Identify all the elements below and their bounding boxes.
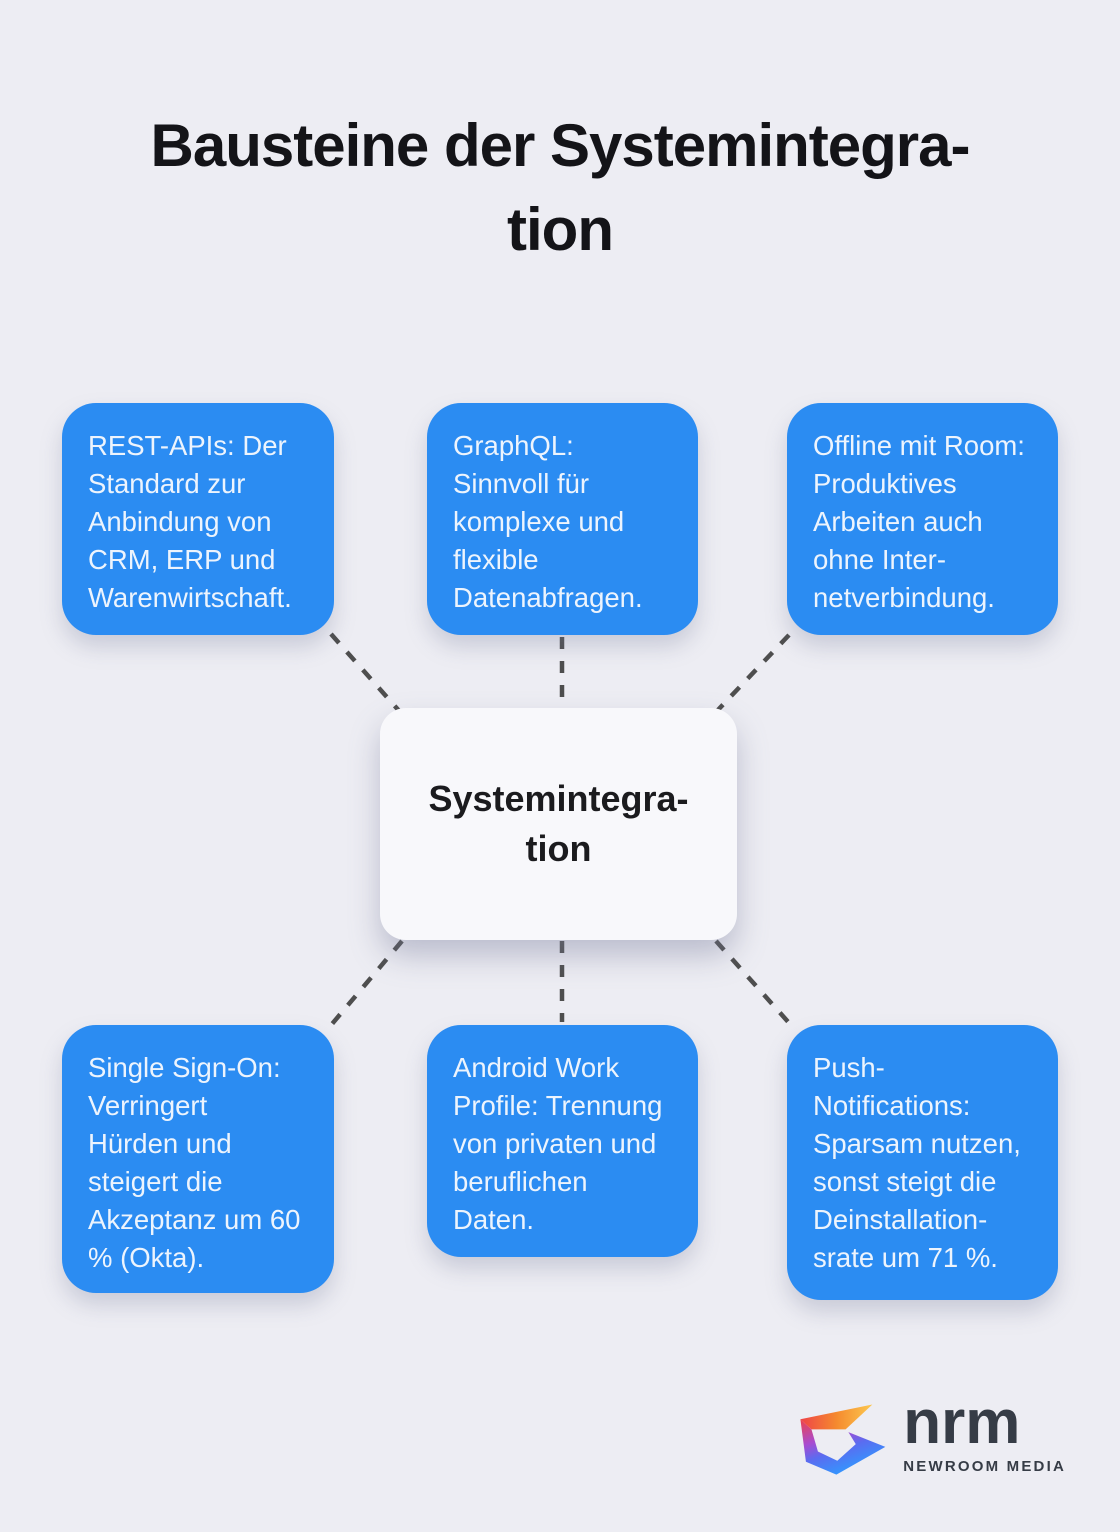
node-push-notifications: Push- Notifications: Sparsam nutzen, son… [787, 1025, 1058, 1300]
center-node-systemintegration: Systemintegra- tion [380, 708, 737, 940]
node-android-work-profile: Android Work Profile: Trennung von priva… [427, 1025, 698, 1257]
connector-top-right [714, 633, 791, 714]
node-graphql: GraphQL: Sinnvoll für komplexe und flexi… [427, 403, 698, 635]
nrm-logo-icon [800, 1404, 886, 1475]
node-offline-room: Offline mit Room: Produktives Arbeiten a… [787, 403, 1058, 635]
node-single-sign-on: Single Sign-On: Verringert Hürden und st… [62, 1025, 334, 1293]
logo-text-block: nrm NEWROOM MEDIA [903, 1388, 1066, 1476]
connector-top-left [329, 632, 403, 715]
page-title: Bausteine der Systemintegra- tion [150, 112, 971, 263]
logo-subtitle-text: NEWROOM MEDIA [903, 1458, 1066, 1475]
node-rest-apis: REST-APIs: Der Standard zur Anbindung vo… [62, 403, 334, 635]
newroom-media-logo: nrm NEWROOM MEDIA [793, 1388, 1066, 1480]
connector-bottom-left [330, 939, 404, 1026]
logo-brand-text: nrm [903, 1388, 1021, 1457]
connector-bottom-right [714, 939, 792, 1026]
